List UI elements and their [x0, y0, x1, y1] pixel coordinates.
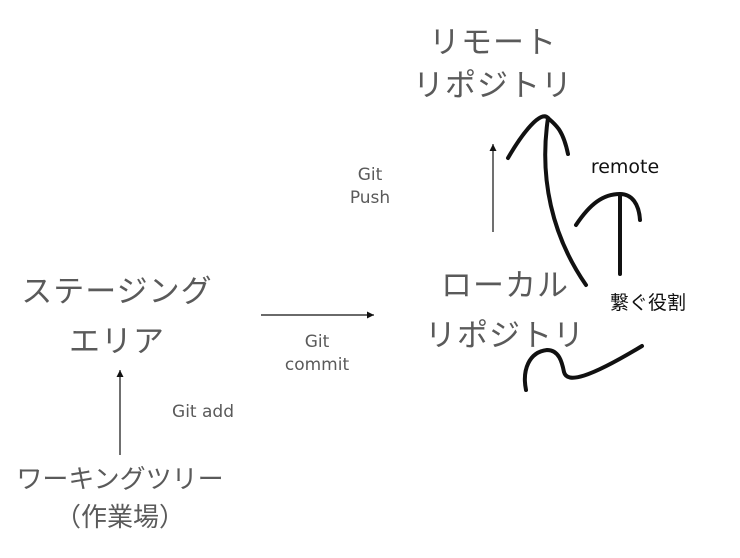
working-tree-line-2: （作業場）: [54, 502, 185, 533]
connect-role-text: 繋ぐ役割: [609, 292, 686, 314]
remote-annotation: remote: [584, 156, 666, 180]
git-push-line-2: Push: [349, 187, 391, 208]
git-commit-line-1: Git: [304, 332, 330, 352]
local-repository-line-2: リポジトリ: [425, 317, 585, 354]
remote-connection-stroke: [543, 116, 588, 287]
staging-area-label: ステージング エリア: [12, 268, 222, 367]
connect-role-annotation: 繋ぐ役割: [596, 292, 700, 316]
working-tree-line-1: ワーキングツリー: [16, 465, 224, 495]
remote-repository-line-2: リポジトリ: [413, 68, 573, 105]
git-commit-label: Git commit: [276, 331, 358, 377]
remote-repository-line-1: リモート: [429, 25, 557, 61]
git-push-line-1: Git: [357, 165, 383, 185]
git-commit-line-2: commit: [284, 354, 350, 375]
git-push-label: Git Push: [338, 164, 402, 210]
working-tree-label: ワーキングツリー （作業場）: [6, 462, 234, 537]
remote-label-arrow-head-stroke: [574, 191, 642, 227]
git-add-label: Git add: [160, 401, 246, 424]
local-repository-label: ローカル リポジトリ: [420, 262, 590, 361]
remote-arrow-head-stroke: [506, 114, 570, 160]
git-add-text: Git add: [172, 402, 234, 422]
local-repository-line-1: ローカル: [441, 268, 569, 304]
local-connection-stroke: [523, 344, 644, 392]
staging-area-line-1: ステージング: [21, 274, 213, 310]
remote-repository-label: リモート リポジトリ: [408, 22, 578, 109]
staging-area-line-2: エリア: [69, 323, 165, 360]
remote-annotation-text: remote: [590, 156, 660, 178]
